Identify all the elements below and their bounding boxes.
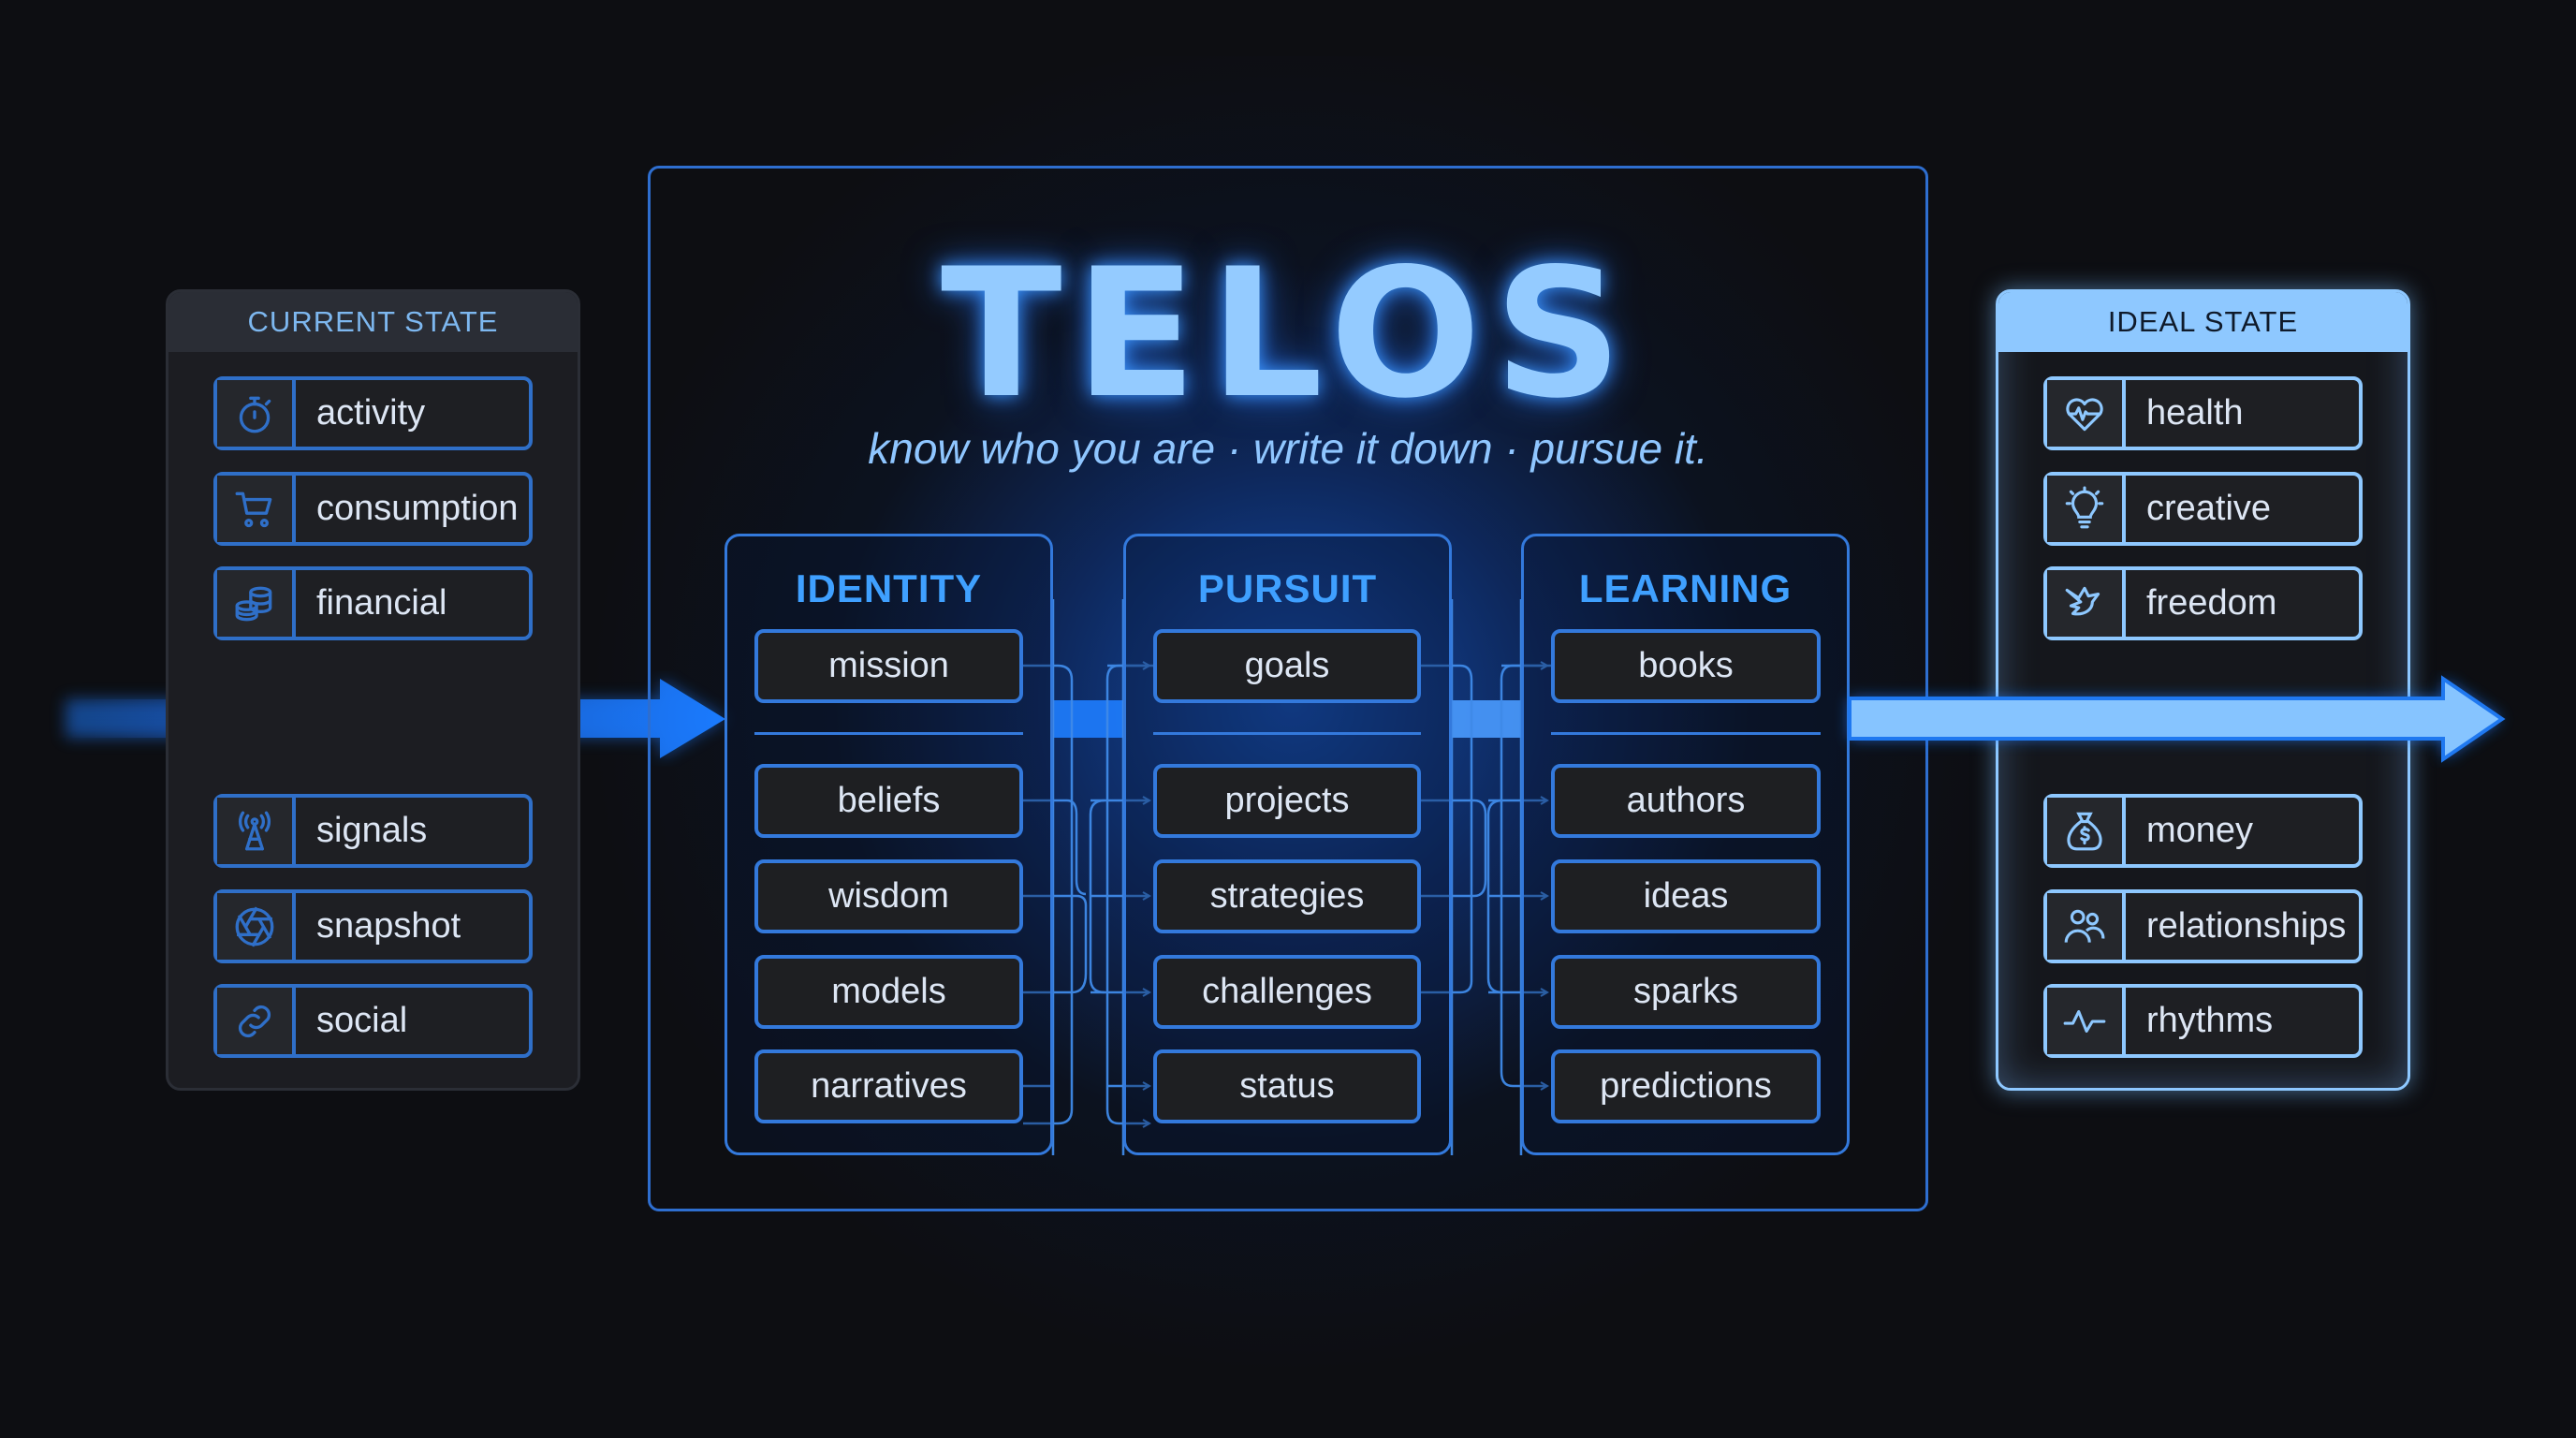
current-item-signals[interactable]: signals — [213, 794, 533, 868]
ideal-state-panel: IDEAL STATE health creative freedom mone… — [1996, 289, 2410, 1091]
pursuit-item-status[interactable]: status — [1153, 1049, 1421, 1123]
current-state-header: CURRENT STATE — [168, 292, 578, 352]
learning-item-authors[interactable]: authors — [1551, 764, 1821, 838]
ideal-item-health[interactable]: health — [2043, 376, 2363, 450]
item-label: activity — [316, 393, 426, 433]
current-item-consumption[interactable]: consumption — [213, 472, 533, 546]
current-item-social[interactable]: social — [213, 984, 533, 1058]
link-icon — [231, 998, 278, 1045]
learning-item-books[interactable]: books — [1551, 629, 1821, 703]
pursuit-item-challenges[interactable]: challenges — [1153, 955, 1421, 1029]
current-state-panel: CURRENT STATE activity consumption finan… — [166, 289, 580, 1091]
money-bag-icon — [2061, 808, 2108, 855]
item-label: money — [2146, 811, 2254, 850]
identity-item-models[interactable]: models — [754, 955, 1023, 1029]
tagline: know who you are · write it down · pursu… — [868, 424, 1708, 473]
ideal-state-header: IDEAL STATE — [1998, 292, 2408, 352]
item-label: relationships — [2146, 906, 2347, 946]
coins-stack-icon — [231, 580, 278, 627]
learning-item-ideas[interactable]: ideas — [1551, 859, 1821, 933]
identity-item-mission[interactable]: mission — [754, 629, 1023, 703]
item-label: snapshot — [316, 906, 461, 946]
item-label: consumption — [316, 489, 519, 528]
item-label: creative — [2146, 489, 2272, 528]
dove-icon — [2061, 580, 2108, 627]
identity-item-narratives[interactable]: narratives — [754, 1049, 1023, 1123]
output-arrow — [1848, 675, 2506, 763]
shopping-cart-icon — [231, 486, 278, 533]
lightbulb-icon — [2061, 486, 2108, 533]
page-title: TELOS — [940, 230, 1636, 437]
item-label: social — [316, 1001, 408, 1040]
current-item-financial[interactable]: financial — [213, 566, 533, 640]
telos-frame — [648, 166, 1928, 1211]
pulse-wave-icon — [2061, 998, 2108, 1045]
people-icon — [2061, 903, 2108, 950]
pursuit-item-goals[interactable]: goals — [1153, 629, 1421, 703]
radio-tower-icon — [231, 808, 278, 855]
column-title-learning: LEARNING — [1578, 566, 1793, 610]
item-label: signals — [316, 811, 428, 850]
column-title-pursuit: PURSUIT — [1197, 566, 1378, 610]
camera-aperture-icon — [231, 903, 278, 950]
item-label: rhythms — [2146, 1001, 2274, 1040]
identity-item-wisdom[interactable]: wisdom — [754, 859, 1023, 933]
identity-item-beliefs[interactable]: beliefs — [754, 764, 1023, 838]
ideal-item-money[interactable]: money — [2043, 794, 2363, 868]
current-item-activity[interactable]: activity — [213, 376, 533, 450]
learning-divider — [1551, 732, 1821, 735]
learning-item-predictions[interactable]: predictions — [1551, 1049, 1821, 1123]
item-label: freedom — [2146, 583, 2277, 623]
stopwatch-icon — [231, 390, 278, 437]
pursuit-item-projects[interactable]: projects — [1153, 764, 1421, 838]
identity-divider — [754, 732, 1023, 735]
ideal-item-creative[interactable]: creative — [2043, 472, 2363, 546]
ideal-item-freedom[interactable]: freedom — [2043, 566, 2363, 640]
pursuit-item-strategies[interactable]: strategies — [1153, 859, 1421, 933]
ideal-item-rhythms[interactable]: rhythms — [2043, 984, 2363, 1058]
column-title-identity: IDENTITY — [795, 566, 983, 610]
heart-pulse-icon — [2061, 390, 2108, 437]
learning-item-sparks[interactable]: sparks — [1551, 955, 1821, 1029]
ideal-item-relationships[interactable]: relationships — [2043, 889, 2363, 963]
item-label: financial — [316, 583, 447, 623]
current-item-snapshot[interactable]: snapshot — [213, 889, 533, 963]
pursuit-divider — [1153, 732, 1421, 735]
item-label: health — [2146, 393, 2244, 433]
